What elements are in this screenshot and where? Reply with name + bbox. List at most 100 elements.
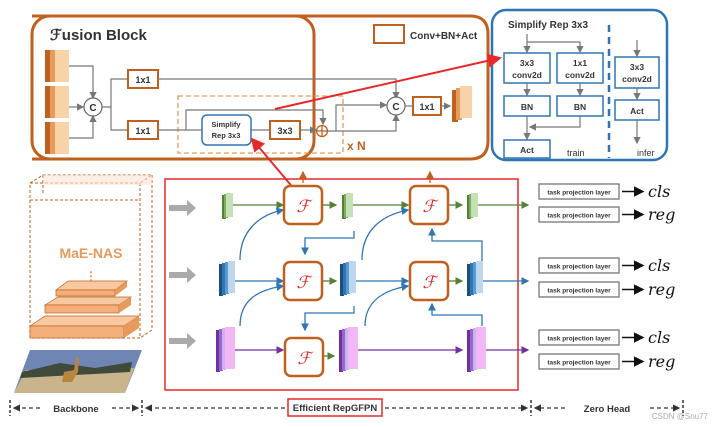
simplify-rep-panel-title: Simplify Rep 3x3 xyxy=(508,20,588,31)
train-conv1x1-label-2: conv2d xyxy=(565,70,595,80)
head-row-cls: task projection layer cls xyxy=(538,182,670,201)
train-conv1x1-label-1: 1x1 xyxy=(573,58,587,68)
infer-conv-label-1: 3x3 xyxy=(630,62,644,72)
feature-map-input-1 xyxy=(45,50,69,82)
task-projection-layer-label: task projection layer xyxy=(547,190,611,197)
feature-map-input-2 xyxy=(45,86,69,118)
fusion-node-2: ℱ xyxy=(408,184,450,226)
concat-symbol-output: C xyxy=(392,102,399,113)
neck-section-label-box xyxy=(287,398,383,417)
head-output-reg: reg xyxy=(648,280,675,299)
concat-symbol: C xyxy=(89,103,96,114)
legend-swatch xyxy=(373,24,405,44)
task-projection-layer-label: task projection layer xyxy=(547,264,611,271)
neck-section-label: Efficient RepGFPN xyxy=(293,403,378,414)
watermark: CSDN @Snu77 xyxy=(652,412,709,421)
zoom-arrow-fusion-node xyxy=(250,137,296,191)
task-projection-layer-label: task projection layer xyxy=(547,336,611,343)
conv1x1-a-label: 1x1 xyxy=(135,75,150,85)
train-act-block xyxy=(503,139,551,159)
fusion-input-feature-maps xyxy=(45,50,69,154)
head-row-cls: task projection layer cls xyxy=(538,256,670,275)
simplify-rep-label-2: Rep 3x3 xyxy=(212,131,241,140)
neck-border xyxy=(164,178,519,391)
infer-conv3x3-block xyxy=(614,56,660,89)
train-label: train xyxy=(567,148,585,158)
repeat-label: x N xyxy=(347,139,366,153)
fusion-block: ℱusion Block Conv+BN+Act C 1x1 1x1 x N S… xyxy=(30,14,478,161)
feature-map-purple-1 xyxy=(216,327,235,372)
fusion-node-1: ℱ xyxy=(282,184,324,226)
task-projection-layer-box xyxy=(538,353,620,370)
head-output-reg: reg xyxy=(648,352,675,371)
add-node-icon xyxy=(315,124,329,138)
fusion-symbol: ℱ xyxy=(422,273,439,293)
fusion-node-3: ℱ xyxy=(282,260,324,302)
backbone-section-label: Backbone xyxy=(53,404,98,415)
legend-label: Conv+BN+Act xyxy=(410,31,478,42)
fusion-symbol: ℱ xyxy=(297,349,314,369)
backbone-stage-3 xyxy=(54,280,129,297)
feature-map-green-3 xyxy=(467,193,478,219)
repgfpn-neck: ℱ ℱ ℱ ℱ ℱ xyxy=(164,170,530,391)
simplify-rep-panel: Simplify Rep 3x3 3x3 conv2d 1x1 conv2d B… xyxy=(490,8,669,162)
train-bn-label-1: BN xyxy=(521,102,533,112)
neck-input-arrows xyxy=(169,200,196,349)
simplify-rep-label-1: Simplify xyxy=(211,120,241,129)
head-row-reg: task projection layer reg xyxy=(538,205,675,224)
train-bn-label-2: BN xyxy=(574,102,586,112)
feature-map-blue-2 xyxy=(340,261,356,296)
fusion-symbol: ℱ xyxy=(422,197,439,217)
feature-map-green-1 xyxy=(222,193,233,219)
task-projection-layer-label: task projection layer xyxy=(547,288,611,295)
simplify-rep-panel-border xyxy=(490,8,669,162)
train-conv3x3-label-2: conv2d xyxy=(512,70,542,80)
feature-map-input-3 xyxy=(45,122,69,154)
fusion-block-title: ℱusion Block xyxy=(50,27,147,44)
feature-map-blue-3 xyxy=(467,261,483,296)
task-projection-layer-box xyxy=(538,281,620,298)
head-section-label: Zero Head xyxy=(584,404,631,415)
head-output-cls: cls xyxy=(648,256,670,275)
task-projection-layer-label: task projection layer xyxy=(547,360,611,367)
feature-map-blue-1 xyxy=(219,261,235,296)
head-row-reg: task projection layer reg xyxy=(538,352,675,371)
head-output-cls: cls xyxy=(648,182,670,201)
feature-map-purple-2 xyxy=(339,327,358,372)
infer-conv-label-2: conv2d xyxy=(622,74,652,84)
head-output-reg: reg xyxy=(648,205,675,224)
fusion-symbol: ℱ xyxy=(296,197,313,217)
head-output-cls: cls xyxy=(648,328,670,347)
task-projection-layer-box xyxy=(538,329,620,346)
train-conv3x3-label-1: 3x3 xyxy=(520,58,534,68)
backbone-stage-2 xyxy=(43,296,133,314)
task-projection-layer-box xyxy=(538,257,620,274)
input-image-giraffe xyxy=(14,350,142,393)
feature-map-output xyxy=(452,86,472,122)
head-row-cls: task projection layer cls xyxy=(538,328,670,347)
section-labels: Backbone Efficient RepGFPN Zero Head CSD… xyxy=(9,398,709,421)
conv3x3-label: 3x3 xyxy=(277,126,292,136)
conv1x1-b-label: 1x1 xyxy=(135,126,150,136)
fusion-node-4: ℱ xyxy=(408,260,450,302)
fusion-symbol: ℱ xyxy=(296,273,313,293)
fusion-node-5: ℱ xyxy=(283,336,325,378)
backbone-stage-1 xyxy=(28,315,141,339)
task-projection-layer-box xyxy=(538,206,620,223)
train-conv3x3-block xyxy=(503,52,551,84)
backbone-name: MaE-NAS xyxy=(59,245,122,261)
repeat-region xyxy=(177,95,344,154)
backbone-dots: ⋮ xyxy=(85,269,97,283)
train-act-label: Act xyxy=(520,145,534,155)
task-projection-layer-label: task projection layer xyxy=(547,213,611,220)
backbone: MaE-NAS ⋮ xyxy=(14,174,154,393)
infer-act-label: Act xyxy=(630,106,644,116)
conv1x1-out-label: 1x1 xyxy=(419,102,434,112)
task-projection-layer-box xyxy=(538,183,620,200)
head-row-reg: task projection layer reg xyxy=(538,280,675,299)
zoom-arrow-simplify-panel xyxy=(274,53,502,110)
infer-label: infer xyxy=(637,148,655,158)
feature-map-purple-3 xyxy=(467,327,486,372)
